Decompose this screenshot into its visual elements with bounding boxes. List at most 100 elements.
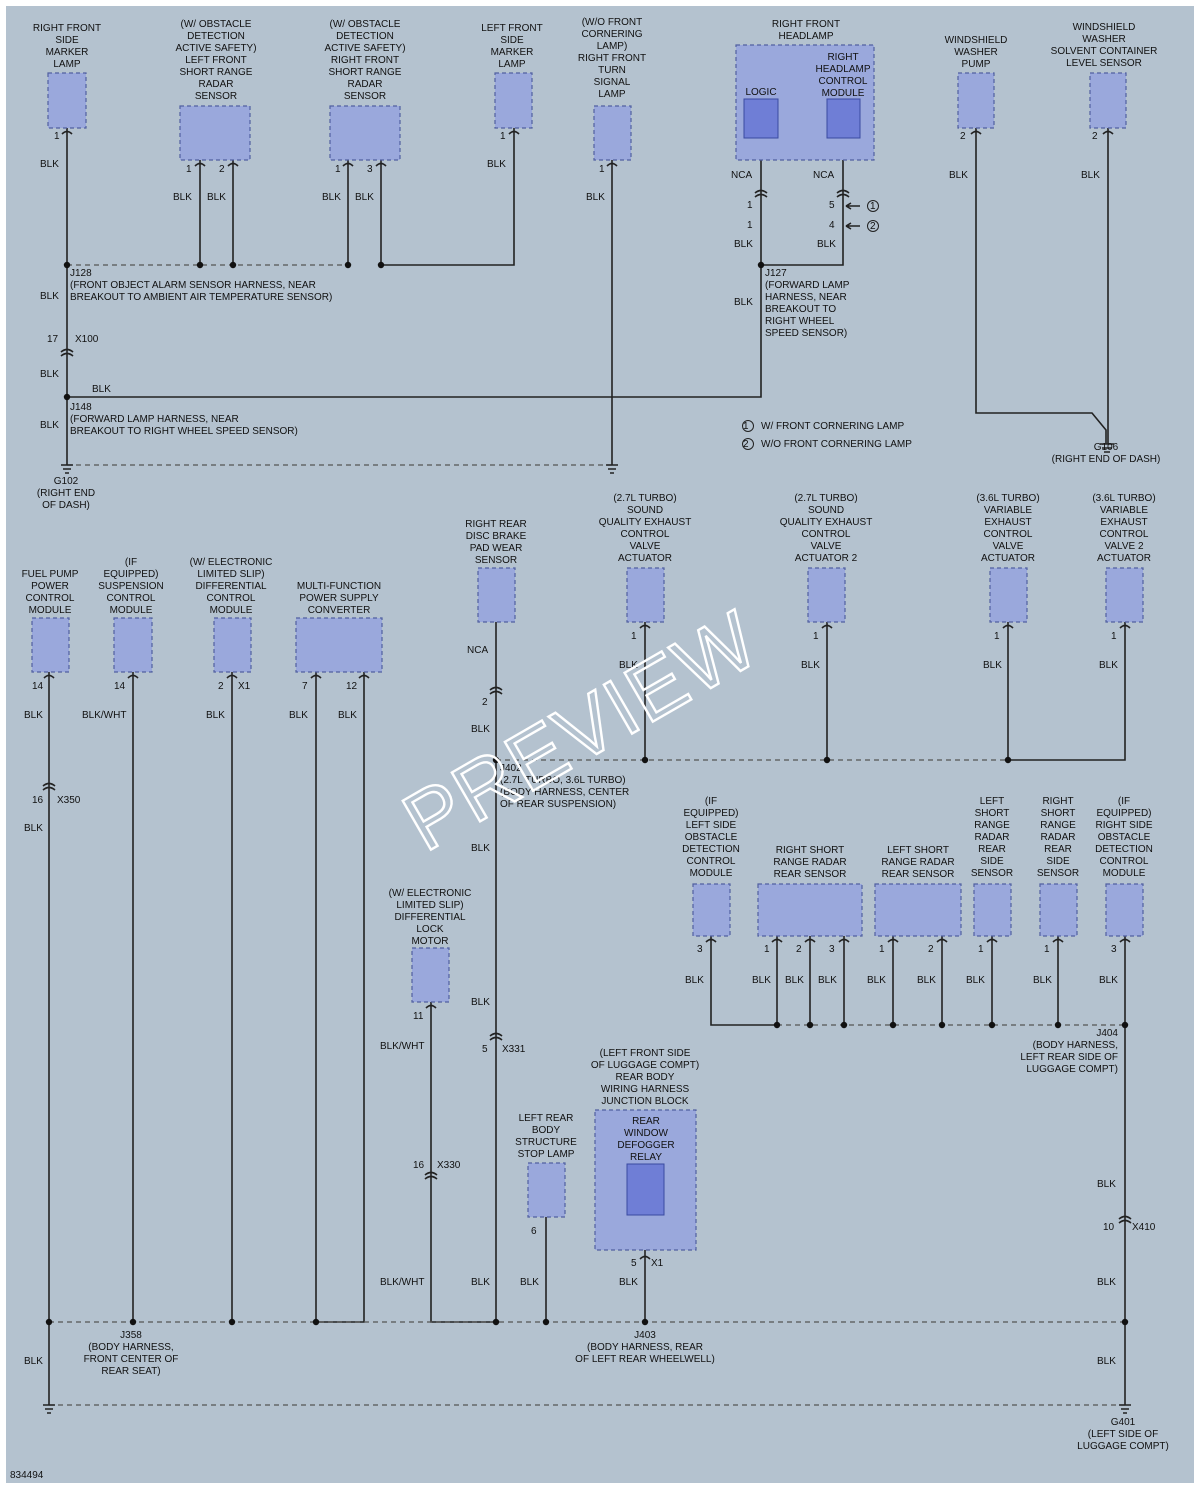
svg-text:BLK: BLK xyxy=(785,975,804,986)
wire-color-labels: BLK BLK BLK BLK BLK BLK BLK NCA NCA BLK … xyxy=(24,159,1118,1367)
ground-symbols xyxy=(43,443,1131,1414)
svg-text:12: 12 xyxy=(346,681,358,692)
svg-text:BLK: BLK xyxy=(752,975,771,986)
svg-text:BLK: BLK xyxy=(966,975,985,986)
suspension-module xyxy=(113,617,153,673)
svg-text:1: 1 xyxy=(764,944,770,955)
right-rear-radar-sensor xyxy=(757,883,863,937)
svg-text:2: 2 xyxy=(219,164,225,175)
connector-marks xyxy=(42,130,1132,1260)
svg-text:BLK: BLK xyxy=(685,975,704,986)
svg-text:BLK: BLK xyxy=(1097,1277,1116,1288)
svg-text:BLK: BLK xyxy=(206,710,225,721)
connector-x1-relay: X1 xyxy=(651,1258,664,1269)
svg-text:1: 1 xyxy=(879,944,885,955)
diff-lock-motor xyxy=(411,947,450,1003)
svg-text:BLK: BLK xyxy=(471,997,490,1008)
exhaust-valve-actuator-2 xyxy=(807,567,846,623)
svg-text:BLK: BLK xyxy=(24,1356,43,1367)
svg-text:1: 1 xyxy=(743,421,749,432)
svg-text:1: 1 xyxy=(500,131,506,142)
svg-text:BLK/WHT: BLK/WHT xyxy=(380,1041,424,1052)
label-g106: G106(RIGHT END OF DASH) xyxy=(1052,442,1161,465)
svg-text:BLK: BLK xyxy=(734,297,753,308)
svg-text:BLK: BLK xyxy=(471,843,490,854)
svg-text:1: 1 xyxy=(335,164,341,175)
legend-item-1: W/ FRONT CORNERING LAMP xyxy=(761,421,904,432)
svg-text:NCA: NCA xyxy=(813,170,834,181)
connector-x350: X350 xyxy=(57,795,81,806)
headlamp-logic xyxy=(743,98,779,139)
washer-level-sensor xyxy=(1089,72,1127,129)
connector-x331: X331 xyxy=(502,1044,526,1055)
svg-text:2: 2 xyxy=(928,944,934,955)
svg-text:1: 1 xyxy=(186,164,192,175)
svg-text:7: 7 xyxy=(302,681,308,692)
svg-text:BLK: BLK xyxy=(471,1277,490,1288)
connector-x100: X100 xyxy=(75,334,99,345)
label-headlamp-logic: LOGIC xyxy=(745,87,776,98)
brake-pad-sensor xyxy=(477,567,516,623)
svg-text:14: 14 xyxy=(32,681,44,692)
svg-text:BLK: BLK xyxy=(867,975,886,986)
svg-text:BLK: BLK xyxy=(173,192,192,203)
left-obstacle-module xyxy=(692,883,731,937)
rf-turn-signal-lamp xyxy=(593,105,632,161)
svg-text:BLK: BLK xyxy=(40,291,59,302)
component-boxes xyxy=(31,44,1144,1251)
svg-text:14: 14 xyxy=(114,681,126,692)
option-legend: W/ FRONT CORNERING LAMP W/O FRONT CORNER… xyxy=(761,421,912,450)
left-side-radar-sensor xyxy=(973,883,1012,937)
connector-labels: X100 X350 X1 X331 X330 X410 X1 xyxy=(57,334,1156,1269)
svg-text:16: 16 xyxy=(413,1160,425,1171)
svg-text:BLK: BLK xyxy=(949,170,968,181)
svg-text:5: 5 xyxy=(482,1044,488,1055)
lf-short-radar-sensor xyxy=(179,105,251,161)
svg-text:1: 1 xyxy=(747,200,753,211)
ground-icon xyxy=(1100,443,1114,453)
svg-text:5: 5 xyxy=(829,200,835,211)
svg-text:BLK: BLK xyxy=(1097,1179,1116,1190)
svg-text:BLK/WHT: BLK/WHT xyxy=(82,710,126,721)
left-rear-radar-sensor xyxy=(874,883,962,937)
differential-module xyxy=(213,617,252,673)
svg-text:BLK: BLK xyxy=(24,823,43,834)
svg-text:17: 17 xyxy=(47,334,59,345)
splice-dots xyxy=(45,261,1129,1326)
svg-text:1: 1 xyxy=(747,220,753,231)
svg-text:1: 1 xyxy=(813,631,819,642)
connector-x410: X410 xyxy=(1132,1222,1156,1233)
svg-text:1: 1 xyxy=(994,631,1000,642)
variable-exhaust-actuator-2 xyxy=(1105,567,1144,623)
svg-text:BLK: BLK xyxy=(734,239,753,250)
svg-text:BLK: BLK xyxy=(619,660,638,671)
washer-pump xyxy=(957,72,995,129)
svg-text:5: 5 xyxy=(631,1258,637,1269)
svg-text:1: 1 xyxy=(978,944,984,955)
defogger-relay xyxy=(626,1163,665,1216)
svg-text:BLK: BLK xyxy=(1097,1356,1116,1367)
svg-text:BLK: BLK xyxy=(40,159,59,170)
